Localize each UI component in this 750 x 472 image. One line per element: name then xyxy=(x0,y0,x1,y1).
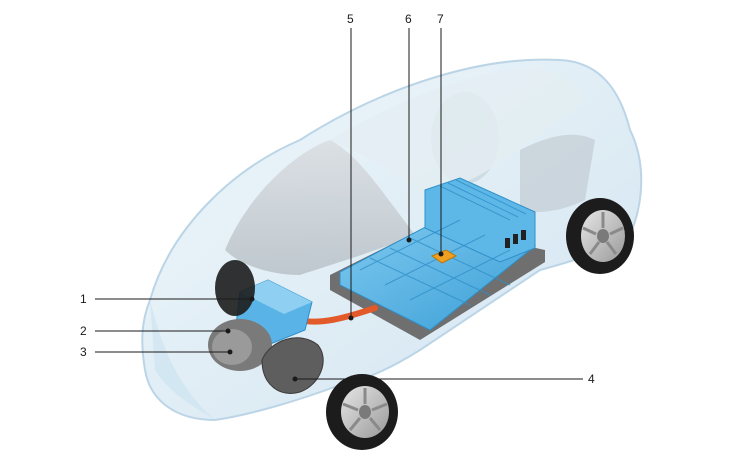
front-near-wheel xyxy=(326,374,398,450)
windshield-glass xyxy=(225,140,415,275)
front-fascia xyxy=(150,300,215,420)
callout-1: 1 xyxy=(80,292,87,306)
roof-glass xyxy=(330,67,585,200)
front-far-wheel xyxy=(215,260,255,316)
rear-window xyxy=(520,134,595,212)
callout-4: 4 xyxy=(588,372,595,386)
callout-3: 3 xyxy=(80,345,87,359)
leader-lines xyxy=(95,28,583,380)
callout-5: 5 xyxy=(347,12,354,26)
battery-module-lines xyxy=(359,179,527,306)
battery-connectors xyxy=(505,230,526,248)
rear-near-wheel xyxy=(566,198,634,274)
callout-2: 2 xyxy=(80,324,87,338)
leader-dots xyxy=(225,237,444,382)
power-delivery-module-top xyxy=(240,280,312,314)
callout-7: 7 xyxy=(437,12,444,26)
callout-6: 6 xyxy=(405,12,412,26)
traction-motor-face xyxy=(212,329,252,365)
